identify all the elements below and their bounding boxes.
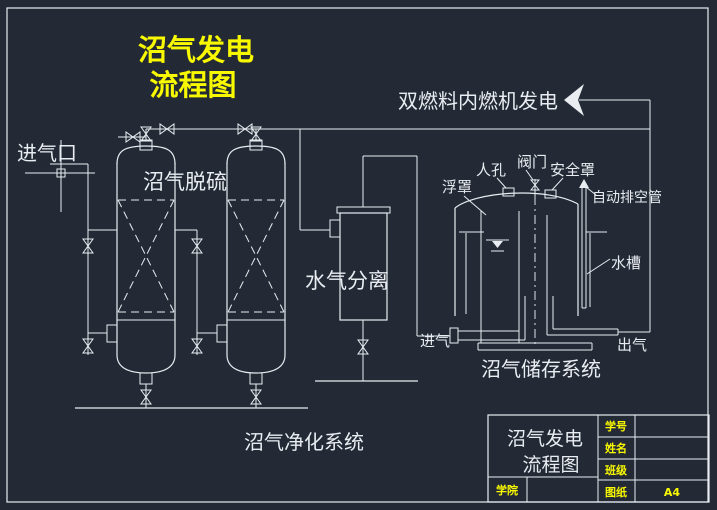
- field-paper-label: 图纸: [605, 485, 627, 499]
- gas-out-label: 出气: [617, 336, 647, 354]
- top-valve-fitting: [529, 179, 541, 196]
- manhole-label: 人孔: [476, 161, 506, 179]
- valve-leader: [525, 169, 534, 181]
- safety-cover-label: 安全罩: [550, 161, 595, 179]
- field-name-label: 姓名: [605, 441, 627, 455]
- water-gas-separator: 水气分离: [305, 206, 391, 381]
- crosshair-square: [56, 168, 66, 178]
- manhole-leader: [496, 177, 507, 189]
- title-block: 沼气发电 流程图 学院 学号 姓名 班级 图纸 A4: [487, 414, 710, 503]
- drawing-frame: [6, 7, 709, 503]
- arrow-left-icon: [564, 84, 584, 116]
- storage-system-label: 沼气储存系统: [481, 357, 601, 381]
- main-title-line2: 流程图: [149, 68, 236, 102]
- piping: [87, 99, 651, 355]
- tower1-side-nozzle: [106, 324, 118, 343]
- engine-label: 双燃料内燃机发电: [398, 89, 558, 113]
- main-title: 沼气发电 流程图: [138, 33, 254, 102]
- water-trough-leader: [586, 258, 611, 275]
- floating-cover-label: 浮罩: [442, 178, 472, 196]
- desulfurization-label: 沼气脱硫: [143, 170, 227, 194]
- gas-in-label: 进气: [420, 332, 450, 350]
- titleblock-title-line1: 沼气发电: [507, 428, 583, 450]
- field-college-label: 学院: [496, 483, 518, 497]
- field-paper-value: A4: [664, 486, 681, 499]
- safety-cover-fitting: [544, 189, 557, 199]
- inlet-port: 进气口: [17, 140, 95, 212]
- ground-lines: [75, 380, 418, 409]
- titleblock-title-line2: 流程图: [522, 454, 579, 476]
- tower2-packing-x: [227, 199, 285, 313]
- purification-system-label: 沼气净化系统: [244, 430, 364, 454]
- tank-callouts: 浮罩 人孔 阀门 安全罩 自动排空管 水槽 进气 出气: [420, 153, 662, 354]
- field-class-label: 班级: [605, 463, 628, 477]
- engine-annotation: 双燃料内燃机发电: [398, 84, 584, 116]
- inlet-port-label: 进气口: [17, 141, 77, 165]
- manhole-fitting: [502, 187, 515, 197]
- main-title-line1: 沼气发电: [138, 33, 254, 67]
- desulfurization-tower-1: [106, 139, 176, 408]
- tank-inlet-flange: [449, 327, 459, 344]
- vent-arrow-icon: [579, 179, 589, 188]
- tower1-neck: [139, 139, 153, 151]
- floating-cover-leader: [463, 195, 487, 216]
- tower2-side-nozzle: [216, 324, 228, 343]
- desulfurization-tower-2: [216, 139, 286, 408]
- auto-vent-leader: [585, 186, 597, 196]
- separator-inlet-nozzle: [329, 219, 341, 238]
- valve-label: 阀门: [517, 153, 547, 171]
- tower1-packing-x: [117, 199, 175, 313]
- tower2-neck: [249, 139, 263, 151]
- auto-vent-label: 自动排空管: [592, 190, 662, 206]
- water-level-icon: [486, 239, 509, 252]
- field-student-id-label: 学号: [605, 419, 627, 433]
- auto-vent-pipe: [579, 179, 589, 309]
- water-trough-label: 水槽: [611, 254, 641, 272]
- floating-cover-dome: [454, 192, 579, 209]
- separator-label: 水气分离: [305, 269, 389, 293]
- storage-tank: [449, 179, 619, 351]
- safety-cover-leader: [551, 177, 564, 191]
